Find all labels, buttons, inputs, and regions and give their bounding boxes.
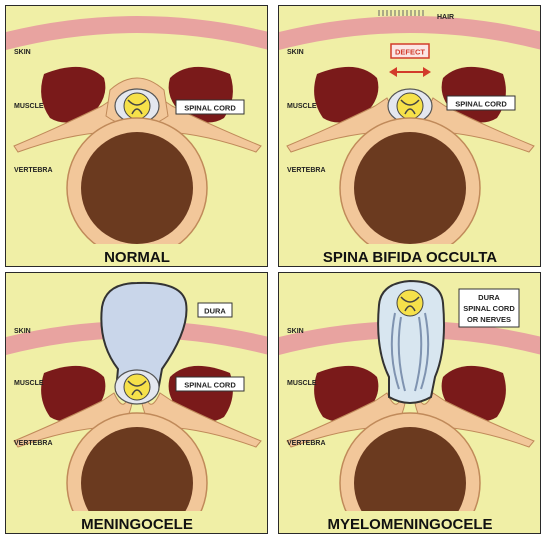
- vertebral-body: [81, 427, 193, 533]
- spinal-cord: [123, 373, 151, 401]
- normal-illustration: SPINAL CORD SKIN MUSCLE VERTEBRA NORMAL: [6, 16, 267, 266]
- dura-label: DURA: [204, 307, 226, 316]
- spina-bifida-occulta-illustration: HAIR DEFECT SPINAL CORD SKIN MUSCLE VERT…: [279, 10, 540, 266]
- skin-layer: [279, 321, 540, 355]
- hair-label: HAIR: [437, 14, 454, 21]
- panel-spina-bifida-occulta: HAIR DEFECT SPINAL CORD SKIN MUSCLE VERT…: [278, 5, 541, 267]
- caption-bg: [6, 244, 267, 266]
- vertebra-label: VERTEBRA: [14, 440, 53, 447]
- meningocele-illustration: DURA SPINAL CORD SKIN MUSCLE VERTEBRA ME…: [6, 281, 267, 533]
- myelomeningocele-illustration: DURA SPINAL CORD OR NERVES SKIN MUSCLE V…: [279, 279, 540, 533]
- dura-label: DURA: [478, 293, 500, 302]
- defect-arrow: [389, 67, 431, 77]
- panel-caption: NORMAL: [104, 249, 170, 266]
- muscle-label: MUSCLE: [14, 380, 44, 387]
- vertebral-body: [354, 427, 466, 533]
- defect-label-box: [390, 43, 430, 59]
- cord-grey-matter: [127, 380, 147, 396]
- cord-grey-matter: [127, 99, 147, 115]
- panel-meningocele: DURA SPINAL CORD SKIN MUSCLE VERTEBRA ME…: [5, 272, 268, 534]
- caption-bg: [6, 511, 267, 533]
- panel-myelomeningocele: DURA SPINAL CORD OR NERVES SKIN MUSCLE V…: [278, 272, 541, 534]
- dura-cord-nerves-label-box: [458, 288, 520, 328]
- spinal-cord-label-box: [175, 99, 245, 115]
- vertebra-label: VERTEBRA: [287, 440, 326, 447]
- spinal-cord-label: SPINAL CORD: [463, 304, 515, 313]
- or-nerves-label: OR NERVES: [467, 315, 511, 324]
- skin-layer: [6, 16, 267, 50]
- caption-bg: [279, 511, 540, 533]
- dura-label-box: [197, 302, 233, 318]
- exposed-nerves: [390, 312, 430, 392]
- skin-label: SKIN: [287, 328, 304, 335]
- panel-caption: MYELOMENINGOCELE: [327, 516, 492, 533]
- vertebral-body: [354, 132, 466, 244]
- spinal-cord: [123, 92, 151, 120]
- skin-label: SKIN: [14, 328, 31, 335]
- defect-label: DEFECT: [395, 48, 425, 57]
- skin-label: SKIN: [287, 49, 304, 56]
- muscle-label: MUSCLE: [14, 103, 44, 110]
- spinal-cord: [396, 92, 424, 120]
- panel-caption: SPINA BIFIDA OCCULTA: [323, 249, 497, 266]
- skin-layer: [279, 16, 540, 50]
- spinal-cord-label: SPINAL CORD: [184, 104, 236, 113]
- spinal-cord-label-box: [175, 376, 245, 392]
- skin-label: SKIN: [14, 49, 31, 56]
- spinal-cord-label: SPINAL CORD: [184, 381, 236, 390]
- left-muscle: [314, 66, 379, 123]
- spinal-cord-label-box: [446, 95, 516, 111]
- skin-layer: [6, 321, 267, 355]
- cord-grey-matter: [400, 296, 420, 312]
- muscle-label: MUSCLE: [287, 103, 317, 110]
- panel-caption: MENINGOCELE: [81, 516, 193, 533]
- vertebral-body: [81, 132, 193, 244]
- hair-tuft: [378, 10, 424, 16]
- vertebra-label: VERTEBRA: [287, 167, 326, 174]
- spinal-cord-label: SPINAL CORD: [455, 100, 507, 109]
- vertebra-label: VERTEBRA: [14, 167, 53, 174]
- caption-bg: [279, 244, 540, 266]
- left-muscle: [41, 66, 106, 123]
- spinal-cord: [396, 289, 424, 317]
- cord-grey-matter: [400, 99, 420, 115]
- panel-normal: SPINAL CORD SKIN MUSCLE VERTEBRA NORMAL: [5, 5, 268, 267]
- muscle-label: MUSCLE: [287, 380, 317, 387]
